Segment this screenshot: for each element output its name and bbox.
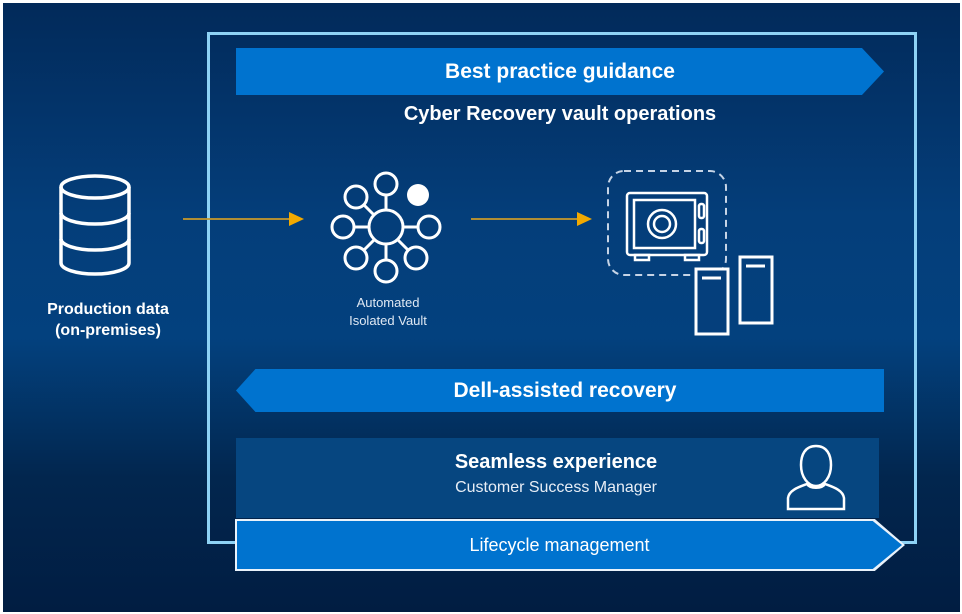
lifecycle-management-banner: Lifecycle management	[235, 519, 905, 571]
diagram-canvas: Best practice guidance Cyber Recovery va…	[3, 3, 960, 612]
person-icon	[786, 444, 846, 511]
production-data-line1: Production data	[47, 301, 169, 318]
seamless-experience-panel	[236, 438, 879, 518]
customer-success-manager-label: Customer Success Manager	[455, 479, 657, 496]
vault-operations-title: Cyber Recovery vault operations	[403, 103, 717, 125]
production-data-line2: (on-premises)	[55, 322, 161, 339]
database-icon	[59, 174, 131, 276]
flow-arrow-1	[183, 212, 304, 226]
isolated-vault-label: Automated Isolated Vault	[313, 294, 463, 330]
dell-assisted-recovery-label: Dell-assisted recovery	[453, 378, 677, 402]
network-hub-icon	[330, 171, 442, 284]
server-icon	[694, 267, 730, 336]
production-data-label: Production data (on-premises)	[13, 299, 203, 341]
flow-arrow-2	[471, 212, 592, 226]
safe-icon	[607, 170, 727, 276]
isolated-vault-line2: Isolated Vault	[349, 313, 427, 328]
best-practice-banner: Best practice guidance	[236, 48, 884, 95]
server-icon	[738, 255, 774, 325]
best-practice-label: Best practice guidance	[445, 59, 675, 83]
dell-assisted-recovery-banner: Dell-assisted recovery	[236, 369, 884, 412]
seamless-experience-title: Seamless experience	[454, 451, 658, 473]
lifecycle-management-inner: Lifecycle management	[237, 521, 902, 569]
lifecycle-management-label: Lifecycle management	[469, 534, 650, 555]
isolated-vault-line1: Automated	[356, 295, 420, 310]
